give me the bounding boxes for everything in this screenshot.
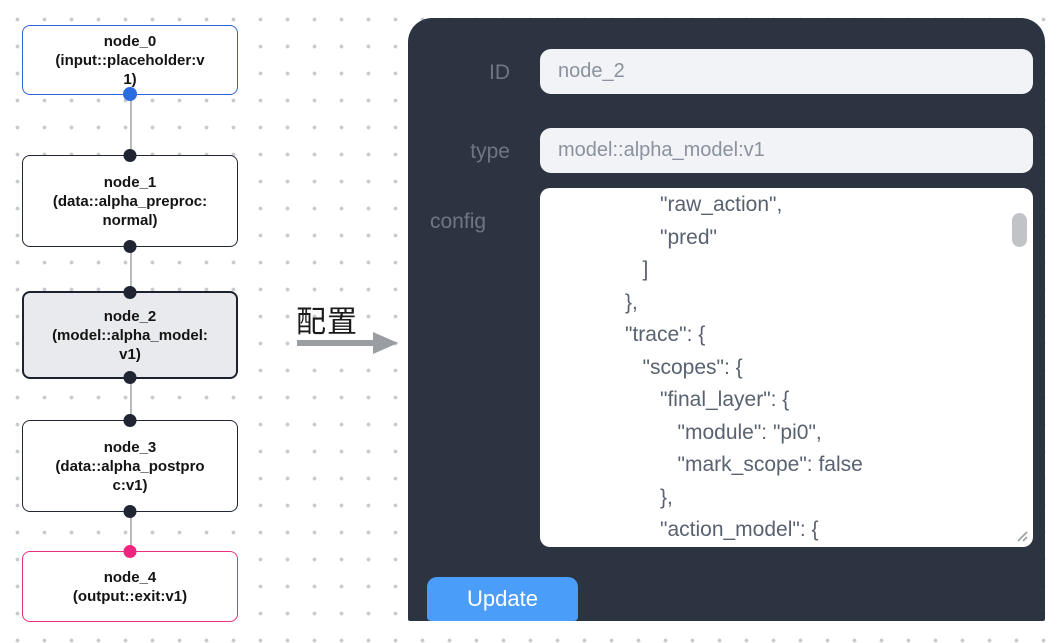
node_1-source-handle[interactable] bbox=[123, 240, 137, 253]
id-input[interactable] bbox=[540, 49, 1033, 94]
node-node_4[interactable]: node_4 (output::exit:v1) bbox=[22, 545, 238, 622]
node-type-label: (data::alpha_preproc:normal) bbox=[52, 192, 208, 229]
edge-node0-node1 bbox=[130, 95, 132, 155]
config-json-text: "raw_action", "pred" ] }, "trace": { "sc… bbox=[625, 193, 863, 541]
flow-canvas[interactable]: node_0 (input::placeholder:v1) node_1 (d… bbox=[0, 0, 400, 643]
config-scrollbar-thumb[interactable] bbox=[1012, 213, 1027, 247]
edge-node1-node2 bbox=[130, 247, 132, 291]
node-type-label: (output::exit:v1) bbox=[72, 587, 188, 605]
id-field-label: ID bbox=[489, 61, 510, 84]
node-type-label: (input::placeholder:v1) bbox=[55, 51, 205, 88]
node-id-label: node_2 bbox=[103, 307, 157, 325]
config-textarea[interactable]: "raw_action", "pred" ] }, "trace": { "sc… bbox=[540, 188, 1033, 547]
node_3-target-handle[interactable] bbox=[123, 414, 137, 427]
node_2-source-handle[interactable] bbox=[123, 371, 137, 384]
node-id-label: node_1 bbox=[103, 173, 157, 191]
right-arrow-head-icon bbox=[373, 332, 398, 354]
config-field-label: config bbox=[430, 210, 487, 233]
right-arrow-icon bbox=[297, 340, 375, 346]
node_3-source-handle[interactable] bbox=[123, 505, 137, 518]
node-node_0[interactable]: node_0 (input::placeholder:v1) bbox=[22, 25, 238, 101]
node-config-panel: type ID config "raw_action", "pred" ] },… bbox=[408, 18, 1045, 621]
node_1-target-handle[interactable] bbox=[123, 149, 137, 162]
node-id-label: node_0 bbox=[103, 32, 157, 50]
node-node_2-selected[interactable]: node_2 (model::alpha_model:v1) bbox=[22, 286, 238, 384]
node_2-target-handle[interactable] bbox=[123, 286, 137, 299]
configure-label: 配置 bbox=[296, 306, 358, 339]
node-type-label: (model::alpha_model:v1) bbox=[52, 326, 208, 363]
edge-node3-node4 bbox=[130, 512, 132, 551]
update-button[interactable]: Update bbox=[427, 577, 578, 621]
type-field-label: type bbox=[470, 140, 510, 163]
edge-node2-node3 bbox=[130, 379, 132, 420]
node_0-source-handle[interactable] bbox=[123, 87, 137, 101]
node_4-target-handle[interactable] bbox=[123, 545, 137, 558]
node-type-label: (data::alpha_postproc:v1) bbox=[55, 457, 205, 494]
node-node_1[interactable]: node_1 (data::alpha_preproc:normal) bbox=[22, 149, 238, 253]
resize-handle-icon[interactable] bbox=[1012, 526, 1030, 544]
node-id-label: node_4 bbox=[103, 568, 157, 586]
type-input[interactable] bbox=[540, 128, 1033, 173]
node-node_3[interactable]: node_3 (data::alpha_postproc:v1) bbox=[22, 414, 238, 518]
node-id-label: node_3 bbox=[103, 438, 157, 456]
